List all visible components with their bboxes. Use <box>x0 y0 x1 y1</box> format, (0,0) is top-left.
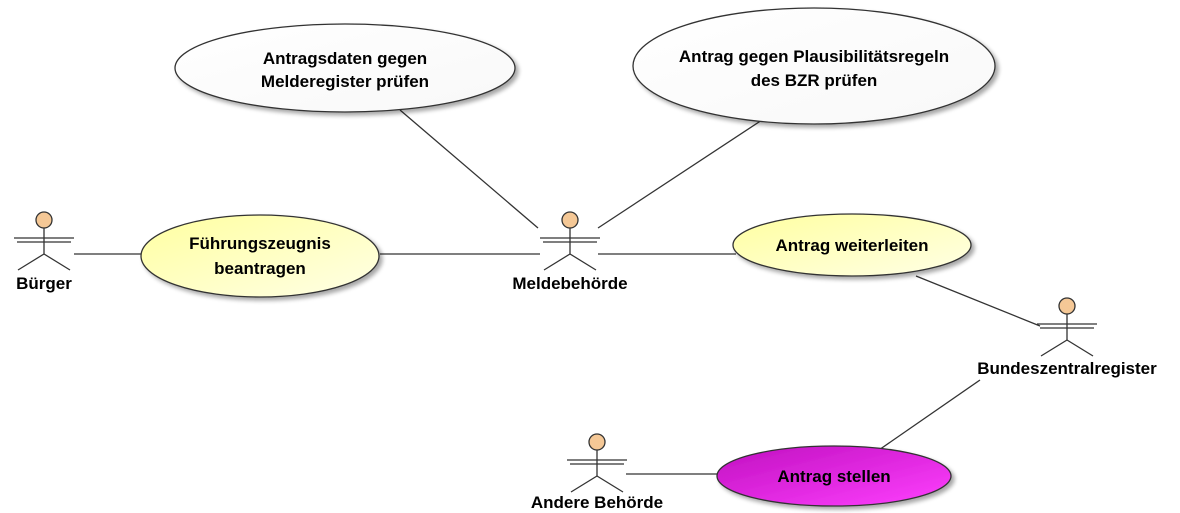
use-case-ellipse <box>732 213 972 277</box>
use-case-ellipse <box>632 7 996 125</box>
actor-meldebehoerde[interactable]: Meldebehörde <box>512 211 628 293</box>
actor-label: Bundeszentralregister <box>977 359 1157 378</box>
use-case-label-line-2: des BZR prüfen <box>751 71 878 90</box>
use-case-label-line-1: Führungszeugnis <box>189 234 331 253</box>
associations <box>74 109 1041 475</box>
use-case-ellipse <box>174 23 516 113</box>
actor-label: Andere Behörde <box>531 493 663 512</box>
use-case-label: Antrag stellen <box>777 467 890 486</box>
association-meldebehoerde-plausibilitaet <box>597 119 763 229</box>
actor-figure-icon <box>1037 297 1097 357</box>
use-case-label-line-2: beantragen <box>214 259 306 278</box>
association-bzr-antrag-stellen <box>875 379 981 453</box>
use-case-label: Antrag weiterleiten <box>775 236 928 255</box>
use-case-label-line-1: Antragsdaten gegen <box>263 49 427 68</box>
use-case-plausibilitaet-pruefen[interactable]: Antrag gegen Plausibilitätsregeln des BZ… <box>632 7 996 125</box>
actor-label: Meldebehörde <box>512 274 627 293</box>
association-meldebehoerde-antragsdaten <box>399 109 539 229</box>
actor-buerger[interactable]: Bürger <box>14 211 74 293</box>
use-case-antrag-weiterleiten[interactable]: Antrag weiterleiten <box>732 213 972 277</box>
association-weiterleiten-bzr <box>915 275 1041 327</box>
use-case-ellipse <box>716 445 952 507</box>
actor-label: Bürger <box>16 274 72 293</box>
actor-figure-icon <box>567 433 627 493</box>
use-case-antrag-stellen[interactable]: Antrag stellen <box>716 445 952 507</box>
use-case-label-line-2: Melderegister prüfen <box>261 72 429 91</box>
actor-figure-icon <box>14 211 74 271</box>
use-case-label-line-1: Antrag gegen Plausibilitätsregeln <box>679 47 949 66</box>
actor-bundeszentralregister[interactable]: Bundeszentralregister <box>977 297 1157 378</box>
use-case-fuehrungszeugnis-beantragen[interactable]: Führungszeugnis beantragen <box>140 214 380 298</box>
actor-andere-behoerde[interactable]: Andere Behörde <box>531 433 663 512</box>
use-case-ellipse <box>140 214 380 298</box>
use-case-antragsdaten-pruefen[interactable]: Antragsdaten gegen Melderegister prüfen <box>174 23 516 113</box>
actor-figure-icon <box>540 211 600 271</box>
